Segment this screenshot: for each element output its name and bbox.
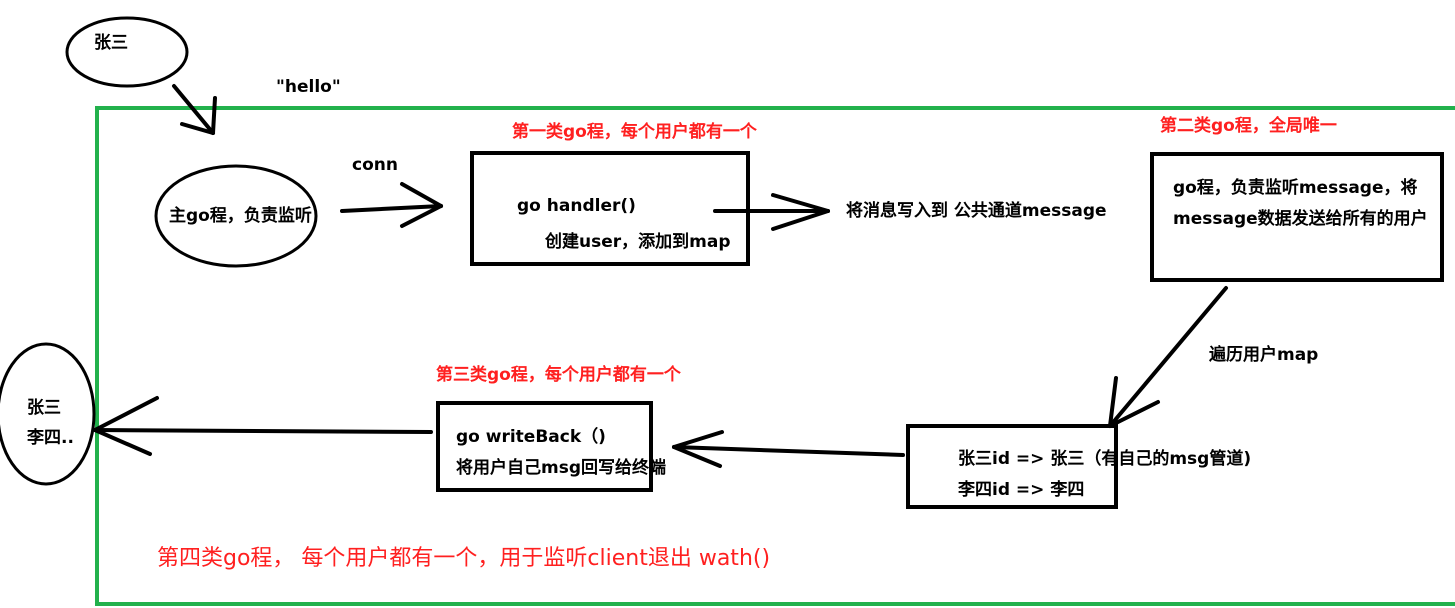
- clients-line1: 张三: [27, 398, 61, 418]
- writeback-line1: go writeBack（): [456, 427, 606, 447]
- arrow-map-to-writeback: [672, 430, 905, 468]
- writeback-line2: 将用户自己msg回写给终端: [456, 458, 667, 478]
- server-frame: [95, 106, 1455, 606]
- main-goroutine-label: 主go程，负责监听: [169, 206, 312, 226]
- handler-box: [470, 151, 750, 266]
- listener-line2: message数据发送给所有的用户: [1173, 209, 1428, 229]
- writeback-box: [436, 401, 653, 492]
- conn-label: conn: [352, 155, 398, 175]
- write-message-label: 将消息写入到 公共通道message: [846, 201, 1107, 221]
- map-line1: 张三id => 张三（有自己的msg管道): [958, 449, 1252, 469]
- traverse-label: 遍历用户map: [1209, 345, 1319, 365]
- handler-line2: 创建user，添加到map: [545, 232, 731, 252]
- client-zhangsan-label: 张三: [94, 33, 128, 53]
- arrow-client-to-main: [172, 84, 217, 135]
- arrow-main-to-handler: [340, 182, 443, 228]
- client-zhangsan-ellipse: [65, 16, 189, 88]
- listener-box: [1150, 152, 1444, 282]
- clients-line2: 李四..: [27, 428, 74, 448]
- hello-label: "hello": [276, 77, 341, 97]
- main-goroutine-ellipse: [154, 164, 318, 268]
- arrow-listener-to-map: [1108, 286, 1228, 428]
- type3-title: 第三类go程，每个用户都有一个: [436, 365, 681, 385]
- arrow-writeback-to-clients: [93, 396, 433, 456]
- user-map-box: [906, 424, 1118, 509]
- handler-line1: go handler(): [517, 196, 636, 216]
- type4-title: 第四类go程， 每个用户都有一个，用于监听client退出 wath(): [157, 546, 771, 571]
- map-line2: 李四id => 李四: [958, 480, 1085, 500]
- type1-title: 第一类go程，每个用户都有一个: [512, 122, 757, 142]
- clients-ellipse: [0, 342, 96, 486]
- arrow-handler-to-message: [713, 193, 830, 231]
- type2-title: 第二类go程，全局唯一: [1160, 116, 1337, 136]
- listener-line1: go程，负责监听message，将: [1173, 178, 1418, 198]
